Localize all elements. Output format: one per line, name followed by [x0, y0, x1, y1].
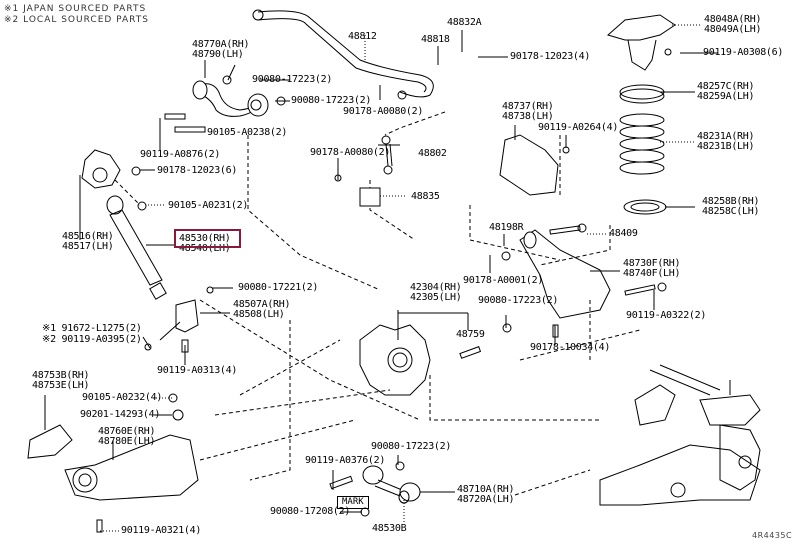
part-label-48818[interactable]: 48818 [421, 34, 450, 45]
trailing-arm-drawing [27, 393, 199, 533]
part-label-90178-a0001[interactable]: 90178-A0001(2) [463, 275, 544, 286]
part-label-90119-a0313[interactable]: 90119-A0313(4) [157, 365, 238, 376]
part-label-48516[interactable]: 48516(RH)48517(LH) [62, 232, 114, 252]
stabilizer-bar-drawing [252, 9, 434, 100]
stabilizer-link-drawing [334, 135, 393, 207]
part-label-48258b[interactable]: 48258B(RH)48258C(LH) [702, 196, 760, 217]
part-label-90119-a0308[interactable]: 90119-A0308(6) [703, 47, 784, 58]
part-number-rh: 48516(RH) [62, 231, 114, 242]
part-label-90119-a0395[interactable]: ※2 90119-A0395(2) [42, 334, 142, 345]
note-local-sourced: ※2 LOCAL SOURCED PARTS [4, 15, 149, 25]
bracket-drawing [144, 286, 214, 353]
control-arm-drawing [329, 461, 421, 517]
part-number-lh: 48049A(LH) [704, 24, 762, 35]
part-number-lh: 48258C(LH) [702, 206, 760, 217]
part-number-rh: 48710A(RH) [457, 484, 515, 495]
part-label-48802[interactable]: 48802 [418, 148, 447, 159]
part-label-90105-a0231[interactable]: 90105-A0231(2) [168, 200, 249, 211]
part-label-48770a[interactable]: 48770A(RH)48790(LH) [192, 39, 250, 60]
part-number-rh: 42304(RH) [410, 282, 462, 293]
part-label-90105-a0232[interactable]: 90105-A0232(4) [82, 392, 163, 403]
spring-insulator-lower-drawing [623, 199, 667, 215]
part-number-lh: 48753E(LH) [32, 380, 90, 391]
part-number-lh: 48231B(LH) [697, 141, 755, 152]
part-number-lh: 48738(LH) [502, 111, 554, 122]
part-label-48753b[interactable]: 48753B(RH)48753E(LH) [32, 370, 90, 391]
part-number-lh: 48780E(LH) [98, 436, 156, 447]
part-number-lh: 48540(LH) [179, 243, 231, 254]
part-label-90178-12023-6[interactable]: 90178-12023(6) [157, 165, 238, 176]
part-number-rh: 48231A(RH) [697, 131, 755, 142]
part-label-90119-a0876-top[interactable]: 90119-A0876(2) [140, 149, 221, 160]
spring-seat-upper-drawing [606, 14, 676, 71]
diagram-code: 4R4435C [752, 531, 793, 540]
part-label-48730f[interactable]: 48730F(RH)48740F(LH) [623, 258, 681, 279]
knuckle-drawing [359, 324, 482, 396]
part-label-90105-a0238[interactable]: 90105-A0238(2) [207, 127, 288, 138]
part-label-91672-l1275[interactable]: ※1 91672-L1275(2) [42, 323, 142, 334]
assembled-suspension-drawing [599, 364, 761, 506]
part-label-90119-a0376-bottom[interactable]: 90119-A0376(2) [305, 455, 386, 466]
part-number-rh: 48048A(RH) [704, 14, 762, 25]
part-label-90178-a0080-a[interactable]: 90178-A0080(2) [343, 106, 424, 117]
part-number-rh: 48258B(RH) [702, 196, 760, 207]
part-number-lh: 48508(LH) [233, 309, 285, 320]
part-label-90080-17223-a[interactable]: 90080-17223(2) [252, 74, 333, 85]
part-label-90119-a0264[interactable]: 90119-A0264(4) [538, 122, 619, 133]
part-label-48048a[interactable]: 48048A(RH)48049A(LH) [704, 14, 762, 35]
leader-lines [44, 24, 718, 532]
part-label-90080-17221[interactable]: 90080-17221(2) [238, 282, 319, 293]
note-japan-sourced: ※1 JAPAN SOURCED PARTS [4, 4, 147, 14]
part-label-48759[interactable]: 48759 [456, 329, 485, 340]
part-number-lh: 48740F(LH) [623, 268, 681, 279]
part-label-48835[interactable]: 48835 [411, 191, 440, 202]
part-number-rh: 48507A(RH) [233, 299, 291, 310]
part-label-90119-a0322[interactable]: 90119-A0322(2) [626, 310, 707, 321]
part-label-90119-a0321[interactable]: 90119-A0321(4) [121, 525, 202, 536]
part-label-48409[interactable]: 48409 [609, 228, 638, 239]
part-label-90080-17223-d[interactable]: 90080-17223(2) [371, 441, 452, 452]
part-label-90080-17208[interactable]: 90080-17208(2) [270, 506, 351, 517]
part-number-lh: 48790(LH) [192, 49, 244, 60]
part-number-lh: 48517(LH) [62, 241, 114, 252]
part-label-48530[interactable]: 48530(RH)48540(LH) [179, 234, 231, 254]
upper-arm-drawing [164, 75, 286, 133]
part-number-lh: 42305(LH) [410, 292, 462, 303]
part-label-48198r[interactable]: 48198R [489, 222, 524, 233]
part-number-rh: 48530(RH) [179, 233, 231, 244]
part-label-48760e[interactable]: 48760E(RH)48780E(LH) [98, 426, 156, 447]
part-number-rh: 48730F(RH) [623, 258, 681, 269]
part-label-90080-17223-b[interactable]: 90080-17223(2) [291, 95, 372, 106]
part-label-90080-17223-c[interactable]: 90080-17223(2) [478, 295, 559, 306]
coil-spring-drawing [619, 113, 665, 175]
part-label-42304[interactable]: 42304(RH)42305(LH) [410, 283, 462, 303]
part-label-48231a[interactable]: 48231A(RH)48231B(LH) [697, 131, 755, 152]
guard-drawing [499, 134, 570, 196]
part-label-48832a[interactable]: 48832A [447, 17, 482, 28]
part-label-48507a[interactable]: 48507A(RH)48508(LH) [233, 299, 291, 320]
part-label-90201-14293[interactable]: 90201-14293(4) [80, 409, 161, 420]
spring-insulator-drawing [619, 84, 665, 104]
part-number-rh: 48753B(RH) [32, 370, 90, 381]
part-number-rh: 48770A(RH) [192, 39, 250, 50]
part-label-48530b[interactable]: 48530B [372, 523, 407, 534]
mark-label: MARK [337, 496, 369, 509]
part-number-rh: 48737(RH) [502, 101, 554, 112]
part-label-90178-12023-4[interactable]: 90178-12023(4) [510, 51, 591, 62]
lower-arm-drawing [501, 223, 667, 338]
part-label-48737[interactable]: 48737(RH)48738(LH) [502, 102, 554, 122]
shock-absorber-drawing [81, 149, 167, 300]
part-label-48812[interactable]: 48812 [348, 31, 377, 42]
part-number-lh: 48720A(LH) [457, 494, 515, 505]
part-label-48710a[interactable]: 48710A(RH)48720A(LH) [457, 484, 515, 505]
part-number-rh: 48257C(RH) [697, 81, 755, 92]
part-label-90178-a0080-b[interactable]: 90178-A0080(2) [310, 147, 391, 158]
part-number-rh: 48760E(RH) [98, 426, 156, 437]
part-label-48257c[interactable]: 48257C(RH)48259A(LH) [697, 81, 755, 102]
part-label-90178-10034[interactable]: 90178-10034(4) [530, 342, 611, 353]
part-number-lh: 48259A(LH) [697, 91, 755, 102]
